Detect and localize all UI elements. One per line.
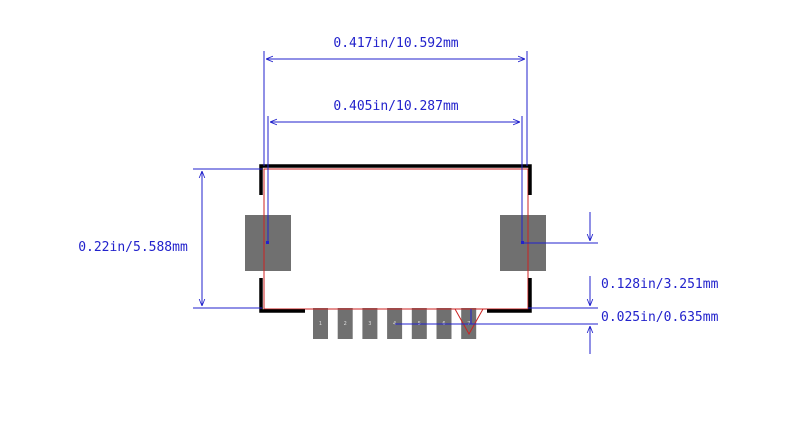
silkscreen-outline	[259, 164, 532, 313]
dimension-height	[193, 168, 262, 309]
dimension-overall-width	[263, 51, 528, 166]
signal-pad-label: 4	[393, 321, 396, 327]
pin-pitch-label: 0.025in/0.635mm	[601, 310, 719, 325]
signal-pad-3	[362, 308, 378, 339]
pad-origin-marker-left	[266, 241, 269, 244]
dimension-inner-width	[267, 116, 523, 243]
signal-pad-4	[387, 308, 403, 339]
signal-pad-label: 3	[368, 321, 371, 327]
signal-pad-label: 1	[319, 321, 322, 327]
overall-width-label: 0.417in/10.592mm	[333, 36, 458, 51]
courtyard-outline	[263, 168, 529, 310]
dimension-pin-pitch	[395, 309, 598, 354]
signal-pad-1	[313, 308, 328, 339]
inner-width-label: 0.405in/10.287mm	[333, 99, 458, 114]
height-label: 0.22in/5.588mm	[78, 240, 188, 255]
signal-pad-label: 2	[344, 321, 347, 327]
pin1-marker	[454, 308, 484, 336]
mount-pad-offset-label: 0.128in/3.251mm	[601, 277, 719, 292]
dimension-mount-pad-offset	[522, 212, 598, 309]
pad-origin-marker-right	[521, 241, 524, 244]
signal-pad-2	[337, 308, 353, 339]
